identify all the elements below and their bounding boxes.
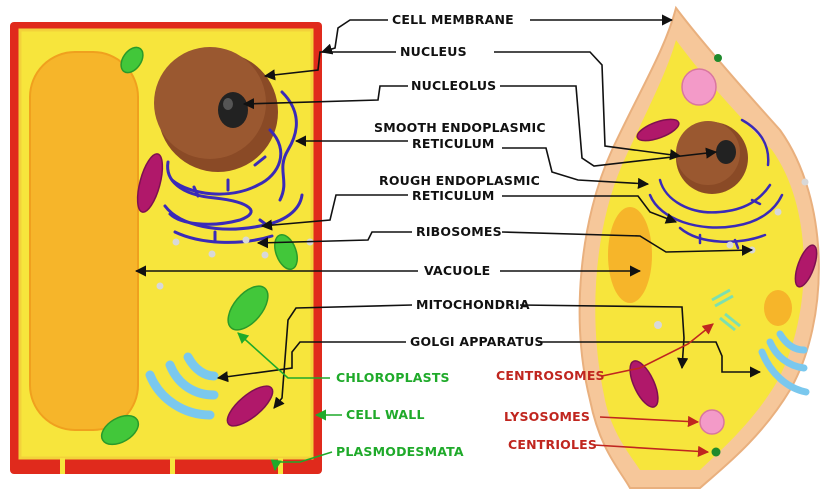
label-cell-membrane: CELL MEMBRANE (392, 12, 514, 27)
animal-vacuole-small (764, 290, 792, 326)
animal-cell (580, 8, 821, 488)
label-centrosomes: CENTROSOMES (496, 368, 605, 383)
labels: CELL MEMBRANE NUCLEUS NUCLEOLUS SMOOTH E… (336, 12, 605, 459)
animal-lysosome-top (682, 69, 716, 105)
label-smooth-er-line1: SMOOTH ENDOPLASMIC (374, 120, 546, 135)
label-lysosomes: LYSOSOMES (504, 409, 590, 424)
plant-nucleolus (218, 92, 248, 128)
label-ribosomes: RIBOSOMES (416, 224, 502, 239)
animal-centriole (712, 448, 721, 457)
label-mitochondria: MITOCHONDRIA (416, 297, 530, 312)
animal-centriole-top (714, 54, 722, 62)
animal-vacuole (608, 207, 652, 303)
label-chloroplasts: CHLOROPLASTS (336, 370, 450, 385)
label-rough-er-line1: ROUGH ENDOPLASMIC (379, 173, 540, 188)
label-cell-wall: CELL WALL (346, 407, 425, 422)
label-nucleus: NUCLEUS (400, 44, 467, 59)
label-rough-er-line2: RETICULUM (412, 188, 495, 203)
label-centrioles: CENTRIOLES (508, 437, 597, 452)
label-vacuole: VACUOLE (424, 263, 490, 278)
label-smooth-er-line2: RETICULUM (412, 136, 495, 151)
label-golgi-apparatus: GOLGI APPARATUS (410, 334, 544, 349)
label-nucleolus: NUCLEOLUS (411, 78, 496, 93)
plant-vacuole (30, 52, 138, 430)
label-plasmodesmata: PLASMODESMATA (336, 444, 464, 459)
animal-lysosome (700, 410, 724, 434)
